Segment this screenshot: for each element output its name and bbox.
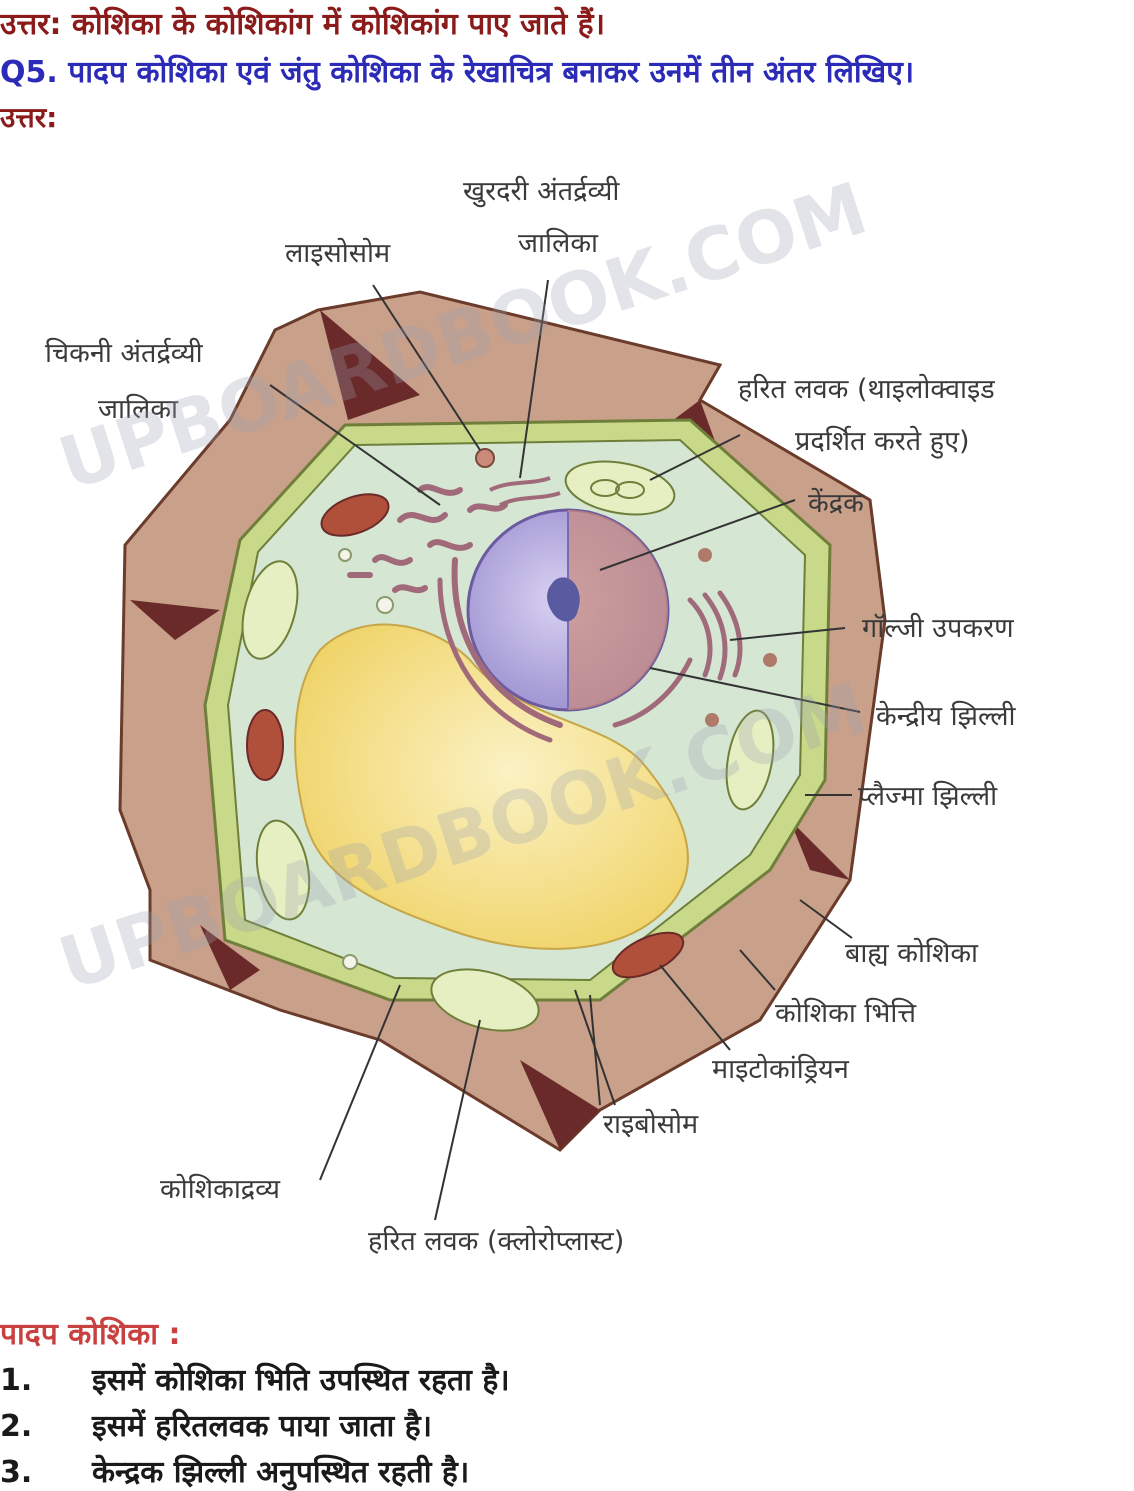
vacuole [294,623,689,950]
label-chloroplast-thylakoid-1: हरित लवक (थाइलोक्वाइड [738,373,995,405]
nucleolus [547,577,580,622]
plant-point-2: 2.इसमें हरितलवक पाया जाता है। [0,1409,433,1444]
plant-cell-diagram: खुरदरी अंतर्द्रव्यी जालिका लाइसोसोम चिकन… [45,166,1017,1257]
answer-label: उत्तर: [0,101,58,134]
plant-point-3: 3.केन्द्रक झिल्ली अनुपस्थित रहती है। [0,1455,470,1490]
mitochondria [246,493,685,979]
chloroplasts [241,460,775,1032]
label-nucleolus: केंद्रक [808,487,865,519]
label-plasma-membrane: प्लैज्मा झिल्ली [858,780,998,812]
label-lysosome: लाइसोसोम [285,237,391,269]
label-rough-er-2: जालिका [518,227,599,259]
lysosome [475,448,495,468]
plant-cell-title: पादप कोशिका : [0,1317,181,1352]
label-cytoplasm: कोशिकाद्रव्य [160,1173,281,1205]
label-mitochondria: माइटोकांड्रियन [712,1053,850,1085]
label-ribosome: राइबोसोम [603,1108,699,1140]
plant-point-1: 1.इसमें कोशिका भिति उपस्थित रहता है। [0,1363,510,1398]
smooth-er [347,484,508,594]
previous-answer-line: उत्तर: कोशिका के कोशिकांग में कोशिकांग प… [0,7,605,42]
golgi-apparatus [687,590,743,681]
label-rough-er-1: खुरदरी अंतर्द्रव्यी [463,175,620,208]
label-outer-cell: बाह्य कोशिका [845,937,979,969]
question-q5: Q5. पादप कोशिका एवं जंतु कोशिका के रेखाच… [0,55,915,90]
label-smooth-er-2: जालिका [98,393,179,425]
label-nuclear-membrane: केन्द्रीय झिल्ली [876,700,1017,732]
label-golgi: गॉल्जी उपकरण [862,612,1014,644]
label-chloroplast-thylakoid-2: प्रदर्शित करते हुए) [795,425,970,459]
label-cell-wall: कोशिका भित्ति [775,997,917,1029]
label-chloroplast: हरित लवक (क्लोरोप्लास्ट) [368,1225,624,1257]
label-smooth-er-1: चिकनी अंतर्द्रव्यी [45,337,204,369]
label-pointers [269,279,861,1221]
